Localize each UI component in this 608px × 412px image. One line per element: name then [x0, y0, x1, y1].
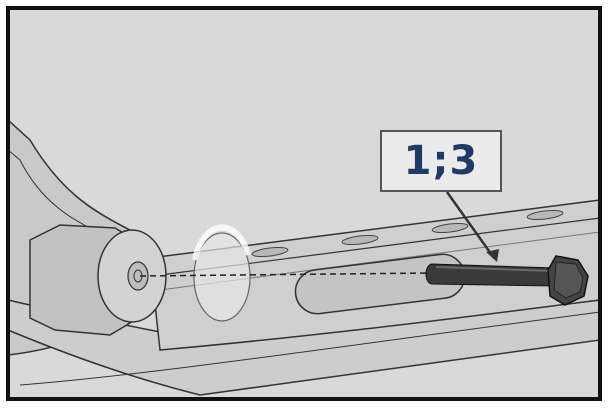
rail-holes — [251, 209, 564, 258]
callout-label: 1;3 — [380, 130, 502, 192]
washer-highlight — [192, 224, 251, 261]
washer-disc — [193, 232, 251, 322]
bushing-hole — [127, 261, 149, 291]
diagram-frame — [6, 6, 602, 401]
lower-plate-line — [19, 311, 601, 386]
callout-leader — [445, 191, 496, 259]
insertion-path — [139, 272, 433, 277]
bolt-shank-highlight — [435, 266, 553, 272]
callout-arrowhead — [486, 249, 499, 262]
hex-bolt — [547, 255, 589, 306]
